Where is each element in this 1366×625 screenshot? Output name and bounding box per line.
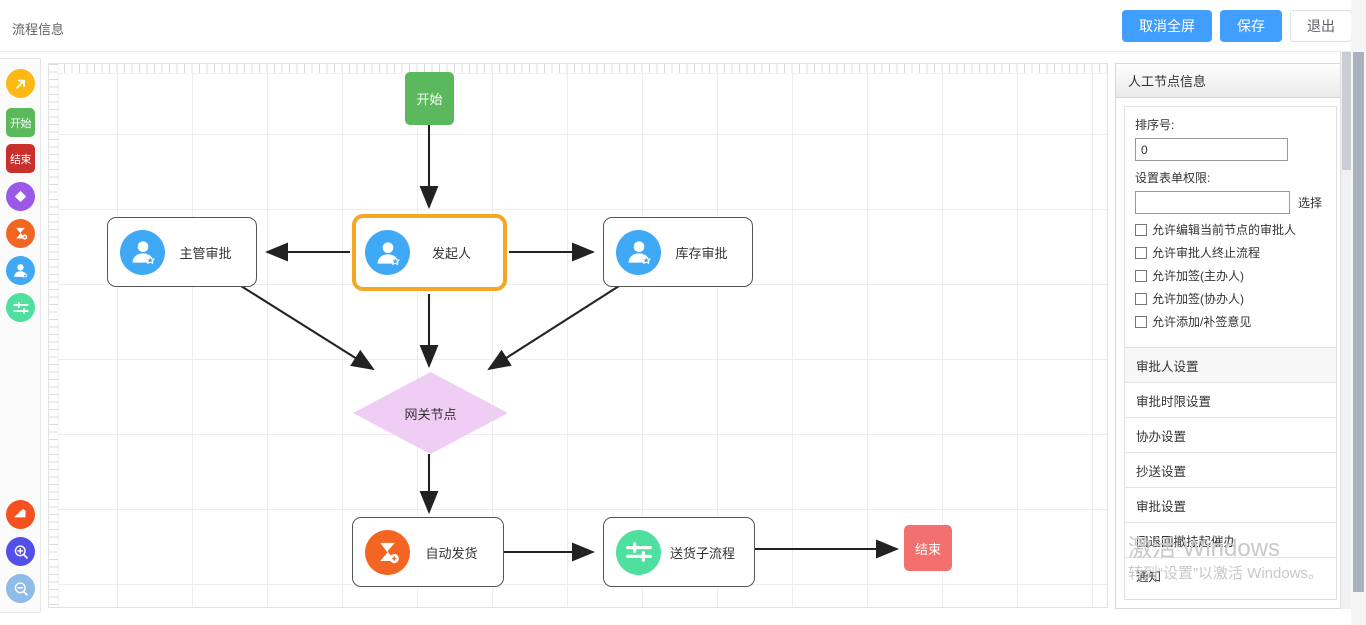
canvas-ruler-top <box>49 64 1107 74</box>
canvas-ruler-left <box>49 64 59 607</box>
form-permission-pick-button[interactable]: 选择 <box>1298 196 1323 210</box>
arrow-up-right-icon <box>16 79 25 89</box>
diagram-node-start[interactable]: 开始 <box>405 72 454 125</box>
node-properties-panel: 人工节点信息 排序号: 设置表单权限: 选择 允许编辑当前节点的审批人 允许审批… <box>1115 63 1351 609</box>
form-permission-label: 设置表单权限: <box>1135 171 1211 185</box>
person-icon <box>616 229 661 275</box>
form-permission-input[interactable] <box>1135 191 1290 214</box>
accordion-label: 回退回撤挂起催办 <box>1136 534 1237 549</box>
canvas-grid <box>49 64 1107 607</box>
checkbox-countersign-assistant[interactable]: 允许加签(协办人) <box>1135 290 1326 307</box>
accordion-notification[interactable]: 通知 <box>1125 557 1336 592</box>
exit-button[interactable]: 退出 <box>1290 10 1352 42</box>
accordion-rollback-withdraw-suspend-urge[interactable]: 回退回撤挂起催办 <box>1125 522 1336 557</box>
order-number-label: 排序号: <box>1135 118 1175 132</box>
gateway-node-tool[interactable] <box>6 182 35 211</box>
checkbox-edit-current-approver[interactable]: 允许编辑当前节点的审批人 <box>1135 221 1326 238</box>
accordion-label: 通知 <box>1136 569 1162 584</box>
diamond-icon <box>14 190 27 203</box>
checkbox-box-icon[interactable] <box>1135 269 1147 282</box>
tool-palette: 开始 结束 <box>0 58 41 613</box>
diagram-node-delivery-subflow-label: 送货子流程 <box>669 545 735 561</box>
zoom-in-tool[interactable] <box>6 537 35 566</box>
accordion-label: 审批时限设置 <box>1136 394 1212 409</box>
diagram-node-manager-approve[interactable]: 主管审批 <box>107 217 257 287</box>
checkbox-add-supplement-opinion[interactable]: 允许添加/补签意见 <box>1135 313 1326 330</box>
checkbox-label: 允许审批人终止流程 <box>1152 246 1261 260</box>
start-node-tool-label: 开始 <box>10 117 32 130</box>
save-button[interactable]: 保存 <box>1220 10 1282 42</box>
checkbox-label: 允许添加/补签意见 <box>1152 315 1252 329</box>
start-node-tool[interactable]: 开始 <box>6 108 35 137</box>
checkbox-box-icon[interactable] <box>1135 315 1147 328</box>
end-node-tool-label: 结束 <box>10 153 32 166</box>
eraser-icon <box>14 508 27 518</box>
topbar-actions: 取消全屏 保存 退出 <box>1122 10 1352 42</box>
diagram-node-gateway[interactable]: 网关节点 <box>353 372 508 454</box>
diagram-node-auto-ship[interactable]: 自动发货 <box>352 517 504 587</box>
user-task-node-tool[interactable] <box>6 256 35 285</box>
subprocess-node-tool[interactable] <box>6 293 35 322</box>
flow-canvas[interactable]: 开始 主管审批 发起人 <box>48 63 1108 608</box>
accordion-assistant-settings[interactable]: 协办设置 <box>1125 417 1336 452</box>
checkbox-box-icon[interactable] <box>1135 246 1147 259</box>
page-scrollbar-thumb[interactable] <box>1353 52 1364 592</box>
panel-header: 人工节点信息 <box>1116 64 1350 98</box>
accordion-cc-settings[interactable]: 抄送设置 <box>1125 452 1336 487</box>
zoom-out-tool[interactable] <box>6 574 35 603</box>
panel-body: 排序号: 设置表单权限: 选择 允许编辑当前节点的审批人 允许审批人终止流程 允… <box>1124 106 1337 600</box>
diagram-node-delivery-subflow[interactable]: 送货子流程 <box>603 517 755 587</box>
zoom-in-icon <box>14 544 28 559</box>
diagram-node-initiator[interactable]: 发起人 <box>352 214 507 291</box>
exit-fullscreen-button[interactable]: 取消全屏 <box>1122 10 1212 42</box>
panel-scrollbar-track[interactable] <box>1340 52 1351 609</box>
person-icon <box>365 230 410 275</box>
auto-task-node-tool[interactable] <box>6 219 35 248</box>
panel-form: 排序号: 设置表单权限: 选择 允许编辑当前节点的审批人 允许审批人终止流程 允… <box>1125 107 1336 347</box>
accordion-label: 审批设置 <box>1136 499 1187 514</box>
zoom-out-icon <box>14 581 28 596</box>
diagram-node-auto-ship-label: 自动发货 <box>425 545 478 561</box>
checkbox-box-icon[interactable] <box>1135 292 1147 305</box>
sliders-icon <box>616 529 661 575</box>
diagram-node-stock-approve[interactable]: 库存审批 <box>603 217 753 287</box>
accordion-label: 抄送设置 <box>1136 464 1187 479</box>
top-bar: 流程信息 取消全屏 保存 退出 <box>0 0 1366 52</box>
canvas-edges <box>240 125 900 562</box>
accordion-approver-settings[interactable]: 审批人设置 <box>1125 347 1336 382</box>
page-scrollbar-track[interactable] <box>1351 0 1366 625</box>
person-icon <box>120 229 165 275</box>
checkbox-approver-terminate[interactable]: 允许审批人终止流程 <box>1135 244 1326 261</box>
checkbox-box-icon[interactable] <box>1135 223 1147 236</box>
checkbox-label: 允许编辑当前节点的审批人 <box>1152 223 1297 237</box>
diagram-node-end-label: 结束 <box>914 541 941 557</box>
edge-stock-to-gateway[interactable] <box>487 285 620 371</box>
sliders-icon <box>12 301 29 314</box>
connector-arrow-tool[interactable] <box>6 69 35 98</box>
accordion-label: 协办设置 <box>1136 429 1187 444</box>
form-permission-row: 选择 <box>1135 191 1326 214</box>
hourglass-icon <box>16 227 28 240</box>
panel-scrollbar-thumb[interactable] <box>1342 52 1351 170</box>
order-number-input[interactable] <box>1135 138 1288 161</box>
accordion-approval-settings[interactable]: 审批设置 <box>1125 487 1336 522</box>
diagram-node-gateway-label: 网关节点 <box>404 406 457 422</box>
hourglass-icon <box>365 529 410 575</box>
accordion-label: 审批人设置 <box>1136 359 1199 374</box>
eraser-tool[interactable] <box>6 500 35 529</box>
end-node-tool[interactable]: 结束 <box>6 144 35 173</box>
diagram-node-end[interactable]: 结束 <box>904 525 952 571</box>
diagram-node-stock-approve-label: 库存审批 <box>675 245 728 261</box>
accordion-approval-time-limit[interactable]: 审批时限设置 <box>1125 382 1336 417</box>
checkbox-label: 允许加签(协办人) <box>1152 292 1244 306</box>
person-icon <box>14 264 28 278</box>
edge-manager-to-gateway[interactable] <box>240 285 375 371</box>
page-title: 流程信息 <box>12 22 65 37</box>
checkbox-label: 允许加签(主办人) <box>1152 269 1244 283</box>
checkbox-countersign-owner[interactable]: 允许加签(主办人) <box>1135 267 1326 284</box>
diagram-node-start-label: 开始 <box>416 92 443 107</box>
diagram-node-initiator-label: 发起人 <box>431 246 471 261</box>
diagram-node-manager-approve-label: 主管审批 <box>179 245 232 261</box>
